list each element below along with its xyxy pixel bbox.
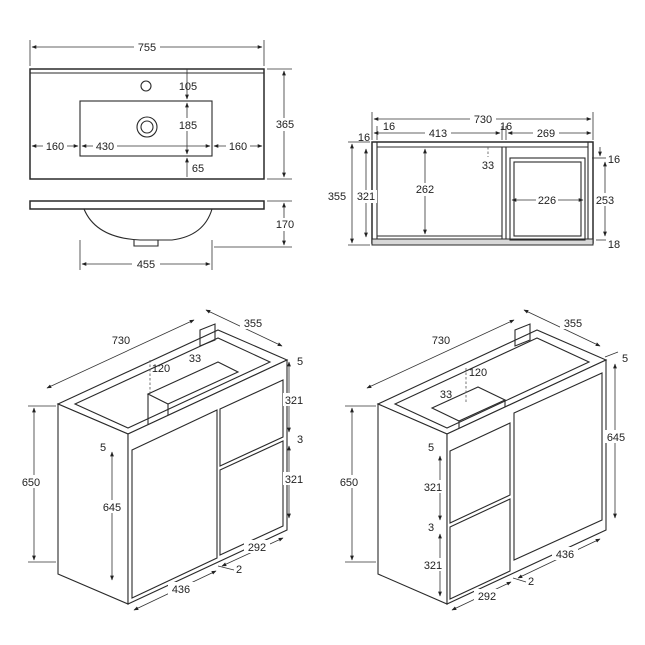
iso-left-door-height: 645 [103, 502, 121, 514]
drain-outer [136, 116, 158, 138]
iso-right-gap-33: 33 [440, 389, 452, 401]
label-left-opening: 413 [429, 128, 447, 140]
iso-left-plumb-cut: 120 [152, 363, 170, 375]
label-cabinet-height: 355 [328, 191, 346, 203]
label-basin-depth: 365 [276, 119, 294, 131]
iso-right-drawer-bottom [449, 498, 511, 600]
drawer-box [509, 157, 586, 241]
iso-left-top-gap: 5 [297, 356, 303, 368]
iso-right-plumb-cut: 120 [469, 367, 487, 379]
label-shelf-height: 262 [416, 184, 434, 196]
iso-left-gap-3: 3 [297, 434, 303, 446]
drain-inner [140, 120, 154, 134]
bowl-outline [79, 100, 213, 157]
label-plinth-height: 18 [608, 239, 620, 251]
cabinet-outline [371, 141, 594, 244]
iso-right-gap-2: 2 [528, 576, 534, 588]
iso-left-height: 650 [22, 477, 40, 489]
basin-outline [29, 68, 265, 180]
iso-left-drawer-top [219, 379, 284, 467]
waste-outlet [133, 240, 159, 247]
label-drawer-top-gap: 16 [608, 154, 620, 166]
iso-right-door [513, 372, 603, 561]
label-bowl-width: 430 [96, 141, 114, 153]
label-plumb-gap: 33 [482, 160, 494, 172]
iso-right-depth: 355 [564, 318, 582, 330]
label-side-left: 160 [46, 141, 64, 153]
iso-right-door-height: 645 [607, 432, 625, 444]
label-bowl-outer-width: 455 [137, 259, 155, 271]
iso-right-drawer-gap: 5 [428, 442, 434, 454]
tap-hole [140, 80, 152, 92]
iso-right-drawer2: 321 [424, 560, 442, 572]
label-top-thickness: 16 [358, 132, 370, 144]
label-front-margin: 65 [192, 163, 204, 175]
label-side-right: 160 [229, 141, 247, 153]
iso-right-side [377, 403, 448, 605]
iso-cabinet-drawers-right: 730 355 120 33 5 321 3 321 650 5 645 436… [18, 309, 305, 611]
basin-side-view: 170 455 [29, 200, 297, 271]
basin-slab [29, 200, 265, 210]
iso-right-height: 650 [340, 477, 358, 489]
label-bowl-depth: 185 [179, 120, 197, 132]
label-tap-offset: 105 [179, 81, 197, 93]
label-basin-height: 170 [276, 219, 294, 231]
label-drawer-height: 253 [596, 195, 614, 207]
iso-right-drawer-top [449, 422, 511, 524]
iso-left-door [131, 409, 218, 599]
iso-left-drawer1: 321 [285, 395, 303, 407]
iso-left-gap-2: 2 [236, 564, 242, 576]
cabinet-front-view: 730 16 413 16 269 16 355 321 262 33 16 2… [325, 112, 620, 251]
iso-left-gap-33: 33 [189, 353, 201, 365]
iso-left-drawer2: 321 [285, 474, 303, 486]
iso-left-door-width: 436 [172, 584, 190, 596]
iso-left-door-gap: 5 [100, 442, 106, 454]
cabinet-plinth [371, 238, 594, 246]
label-inner-height: 321 [357, 191, 375, 203]
iso-left-drawer-bottom [219, 440, 284, 556]
label-right-opening: 269 [537, 128, 555, 140]
iso-right-door-width: 436 [556, 549, 574, 561]
iso-right-drawer1: 321 [424, 482, 442, 494]
iso-right-top-gap: 5 [622, 353, 628, 365]
label-side-thickness: 16 [383, 121, 395, 133]
label-cabinet-width: 730 [474, 114, 492, 126]
iso-right-gap-3: 3 [428, 522, 434, 534]
bowl-profile [83, 208, 213, 241]
label-drawer-width: 226 [538, 195, 556, 207]
label-basin-width: 755 [138, 42, 156, 54]
iso-left-width-dim [46, 319, 195, 389]
label-mid-thickness: 16 [500, 121, 512, 133]
iso-cabinet-drawers-left: 730 355 120 33 5 645 650 5 321 3 321 292… [336, 309, 629, 611]
iso-left-drawer-width: 292 [248, 542, 266, 554]
iso-left-width: 730 [112, 335, 130, 347]
iso-left-depth: 355 [244, 318, 262, 330]
basin-top-view: 755 365 105 185 65 160 430 160 [29, 40, 298, 180]
iso-right-drawer-width: 292 [478, 591, 496, 603]
iso-right-width: 730 [432, 335, 450, 347]
